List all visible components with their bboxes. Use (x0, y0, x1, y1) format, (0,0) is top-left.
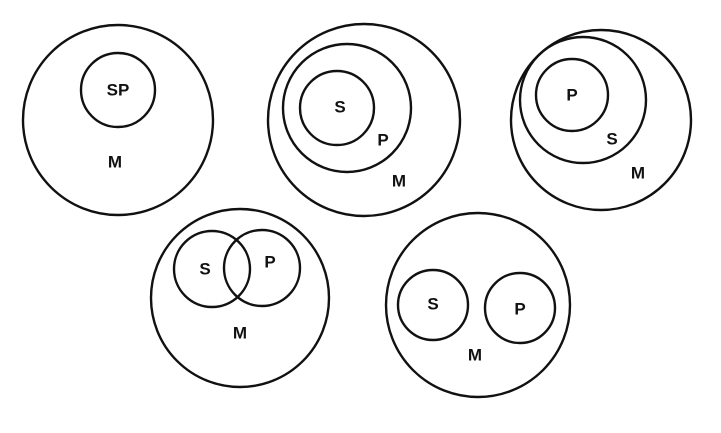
circle-s (298, 69, 376, 147)
label-p: P (514, 299, 525, 318)
diagram-1: SP M (21, 23, 215, 217)
label-p: P (264, 252, 275, 271)
circle-p (281, 42, 413, 174)
label-m: M (233, 323, 247, 342)
label-s: S (334, 97, 345, 116)
diagram-2: S P M (266, 22, 462, 218)
circle-s (172, 229, 252, 309)
circle-m (149, 207, 331, 389)
circle-sp (79, 51, 157, 129)
circle-s (396, 268, 470, 342)
circle-p (483, 271, 557, 345)
label-m: M (631, 163, 645, 182)
label-m: M (392, 171, 406, 190)
label-p: P (377, 130, 388, 149)
label-s: S (199, 259, 210, 278)
circle-s (518, 35, 648, 165)
label-s: S (427, 294, 438, 313)
label-sp: SP (107, 80, 130, 99)
label-m: M (108, 152, 122, 171)
label-p: P (566, 85, 577, 104)
label-s: S (606, 129, 617, 148)
circle-p (534, 57, 610, 133)
circle-m (21, 23, 215, 217)
circle-m (266, 22, 462, 218)
circle-m (509, 28, 693, 212)
diagram-3: P S M (509, 28, 693, 212)
circle-p (222, 228, 302, 308)
circle-m (384, 211, 572, 399)
label-m: M (468, 345, 482, 364)
diagram-4: S P M (149, 207, 331, 389)
diagram-5: S P M (384, 211, 572, 399)
